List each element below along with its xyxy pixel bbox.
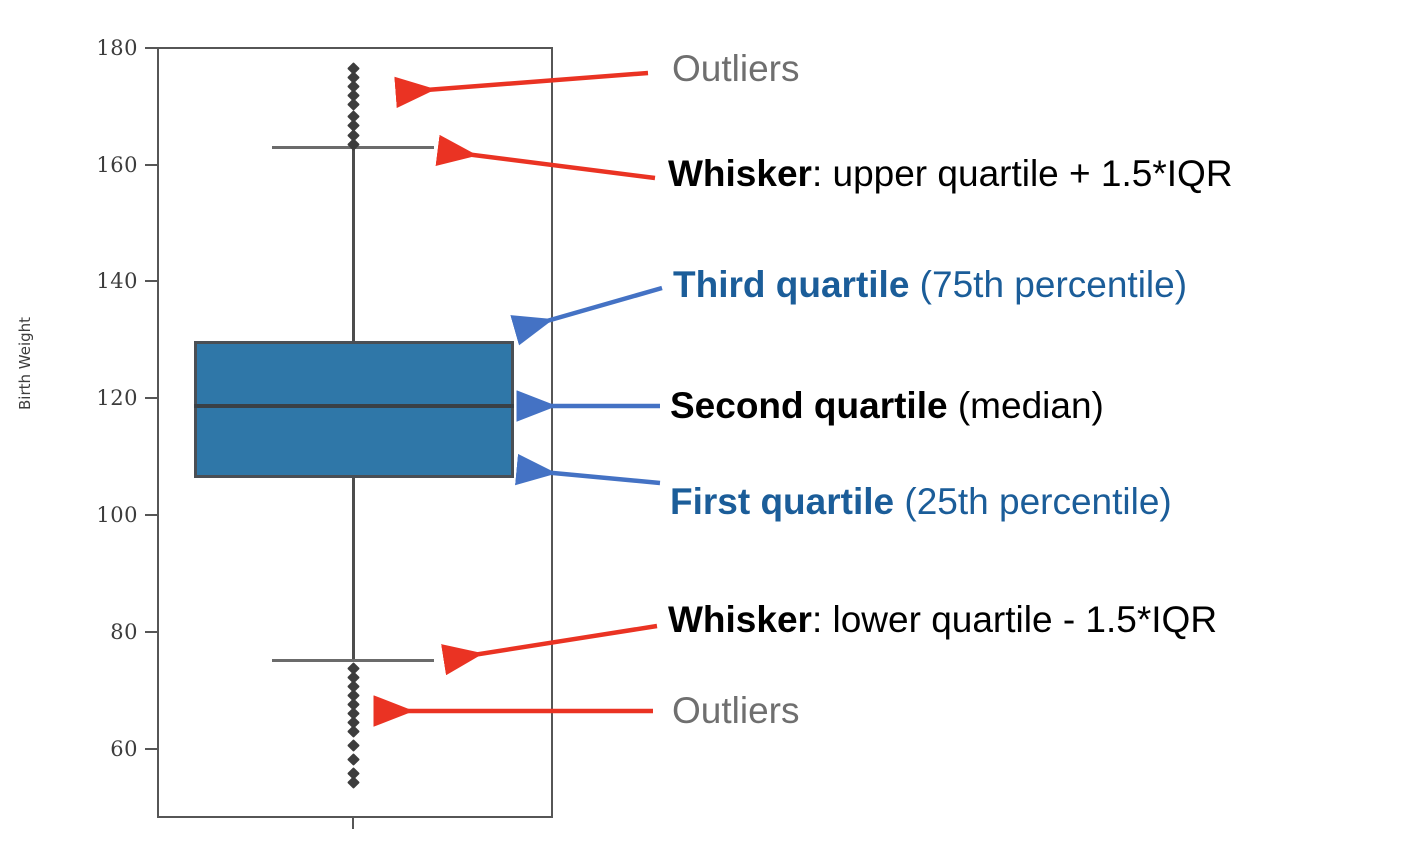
iqr-box: [194, 341, 514, 478]
y-tick-mark-140: [145, 280, 157, 282]
label-whisker-lower-lead: Whisker: [668, 599, 812, 640]
x-tick-mark: [352, 818, 354, 829]
label-third-quartile-lead: Third quartile: [673, 264, 910, 305]
y-tick-label-160: 160: [96, 153, 138, 177]
label-whisker-upper: Whisker: upper quartile + 1.5*IQR: [668, 155, 1233, 192]
label-second-quartile-lead: Second quartile: [670, 385, 948, 426]
label-first-quartile: First quartile (25th percentile): [670, 483, 1172, 520]
label-first-quartile-lead: First quartile: [670, 481, 895, 522]
label-whisker-upper-rest: : upper quartile + 1.5*IQR: [811, 153, 1233, 194]
y-tick-label-100: 100: [96, 503, 138, 527]
lower-whisker-stem: [352, 477, 355, 661]
y-tick-mark-100: [145, 514, 157, 516]
lower-whisker-cap: [272, 659, 434, 662]
label-whisker-lower-rest: : lower quartile - 1.5*IQR: [811, 599, 1218, 640]
label-second-quartile-rest: (median): [947, 385, 1104, 426]
y-tick-label-180: 180: [96, 36, 138, 60]
label-outliers-bottom: Outliers: [672, 690, 800, 731]
label-second-quartile: Second quartile (median): [670, 387, 1104, 424]
upper-whisker-stem: [352, 147, 355, 343]
label-whisker-upper-lead: Whisker: [668, 153, 812, 194]
y-tick-mark-160: [145, 164, 157, 166]
label-outliers-top: Outliers: [672, 48, 800, 89]
y-tick-label-60: 60: [110, 737, 138, 761]
label-third-quartile-rest: (75th percentile): [909, 264, 1188, 305]
y-tick-mark-120: [145, 397, 157, 399]
y-tick-mark-180: [145, 47, 157, 49]
label-third-quartile: Third quartile (75th percentile): [673, 266, 1187, 303]
label-first-quartile-rest: (25th percentile): [894, 481, 1172, 522]
median-line: [194, 404, 514, 408]
y-axis-title: Birth Weight: [16, 316, 34, 410]
y-tick-mark-80: [145, 631, 157, 633]
y-tick-label-120: 120: [96, 386, 138, 410]
y-tick-label-140: 140: [96, 269, 138, 293]
label-whisker-lower: Whisker: lower quartile - 1.5*IQR: [668, 601, 1217, 638]
y-tick-label-80: 80: [110, 620, 138, 644]
y-tick-mark-60: [145, 748, 157, 750]
